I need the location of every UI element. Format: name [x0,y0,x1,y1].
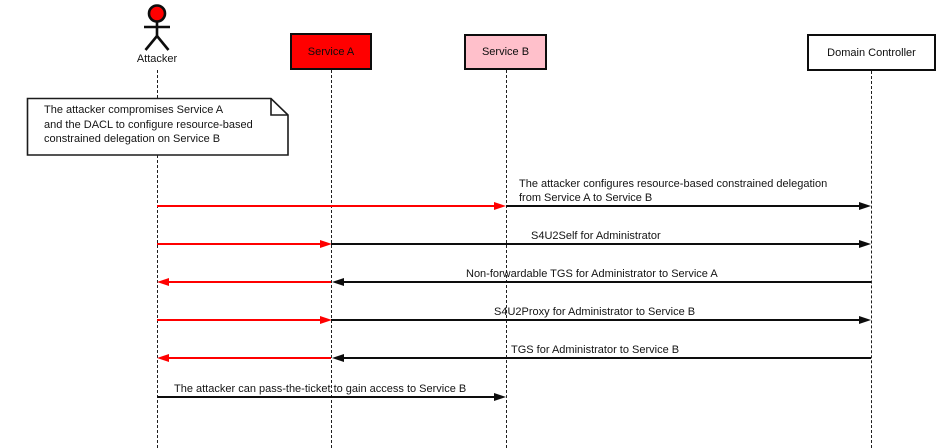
arrowhead-right-black [859,201,871,210]
arrowhead-right-red [319,239,332,248]
message-1-label: The attacker configures resource-based c… [519,178,828,204]
arrowhead-left-black [331,277,344,286]
message-4-label: S4U2Proxy for Administrator to Service B [494,306,696,318]
attacker-actor-icon [144,4,170,51]
arrowhead-left-red [157,353,169,362]
participant-service-a: Service A [290,33,372,70]
message-3-label: Non-forwardable TGS for Administrator to… [466,268,718,280]
participant-label-service-b: Service B [481,46,530,58]
message-5-label: TGS for Administrator to Service B [511,344,680,356]
participant-domain-controller: Domain Controller [807,34,936,71]
arrowhead-left-red [157,277,169,286]
lifeline-service-a [331,70,332,448]
note-shape [26,97,289,156]
lifeline-domain-controller [870,71,872,448]
message-6-label: The attacker can pass-the-ticket to gain… [174,383,467,395]
participant-label-attacker: Attacker [136,53,178,65]
message-2-label: S4U2Self for Administrator [531,230,661,242]
participant-service-b: Service B [464,34,547,70]
arrowhead-right-red [494,201,506,210]
participant-label-domain-controller: Domain Controller [827,46,916,59]
participant-label-service-a: Service A [307,45,355,58]
lifeline-service-b [505,70,507,448]
lifeline-attacker [156,70,158,448]
arrowhead-right-black [494,392,506,401]
arrowhead-right-black [859,315,871,324]
arrowhead-right-red [319,315,332,324]
arrowhead-right-black [859,239,871,248]
note-text: The attacker compromises Service A and t… [44,104,253,145]
arrowhead-left-black [331,353,344,362]
